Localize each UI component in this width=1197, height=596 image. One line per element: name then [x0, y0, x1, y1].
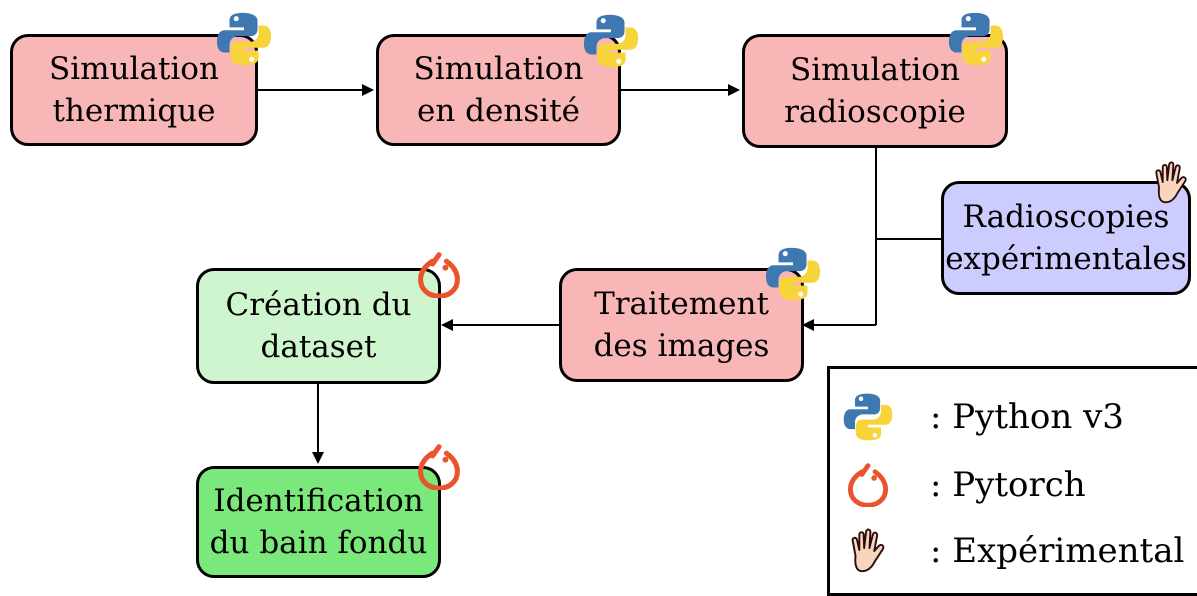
box-label-line-2: radioscopie [784, 94, 966, 130]
hand-icon [1148, 160, 1194, 206]
pytorch-icon [416, 252, 462, 298]
box-label-line-2: dataset [260, 329, 377, 365]
box-label-line-1: Simulation [49, 51, 219, 87]
box-label-line-1: Traitement [594, 286, 769, 322]
box-label-line-1: Création du [225, 287, 412, 323]
box-label-line-1: Radioscopies [962, 199, 1170, 235]
box-identification-bain-fondu: Identification du bain fondu [196, 466, 441, 578]
box-simulation-densite: Simulation en densité [376, 34, 621, 146]
box-label-line-2: expérimentales [945, 241, 1187, 277]
legend-label-python: : Python v3 [930, 397, 1124, 437]
pytorch-icon [846, 463, 890, 507]
python-icon [215, 10, 273, 68]
legend-label-experimental: : Expérimental [930, 531, 1185, 571]
box-radioscopies-experimentales: Radioscopies expérimentales [941, 181, 1191, 295]
box-label-line-2: thermique [52, 93, 216, 129]
box-simulation-radioscopie: Simulation radioscopie [742, 34, 1008, 148]
box-label-line-1: Simulation [413, 51, 584, 87]
box-label-line-2: du bain fondu [209, 525, 428, 561]
box-simulation-thermique: Simulation thermique [10, 34, 258, 146]
python-icon [947, 10, 1005, 68]
pytorch-icon [416, 444, 462, 490]
python-icon [764, 245, 822, 303]
box-label-line-1: Identification [213, 483, 424, 519]
legend: : Python v3 : Pytorch : Expérimental [827, 366, 1197, 596]
box-label-line-2: des images [593, 328, 770, 364]
connector-lines [258, 84, 941, 464]
python-icon [842, 391, 894, 443]
hand-icon [844, 527, 892, 575]
python-icon [582, 12, 640, 70]
box-traitement-images: Traitement des images [559, 268, 804, 382]
box-creation-dataset: Création du dataset [196, 268, 441, 384]
box-label-line-2: en densité [417, 93, 580, 129]
legend-label-pytorch: : Pytorch [930, 465, 1086, 505]
box-label-line-1: Simulation [790, 52, 960, 88]
